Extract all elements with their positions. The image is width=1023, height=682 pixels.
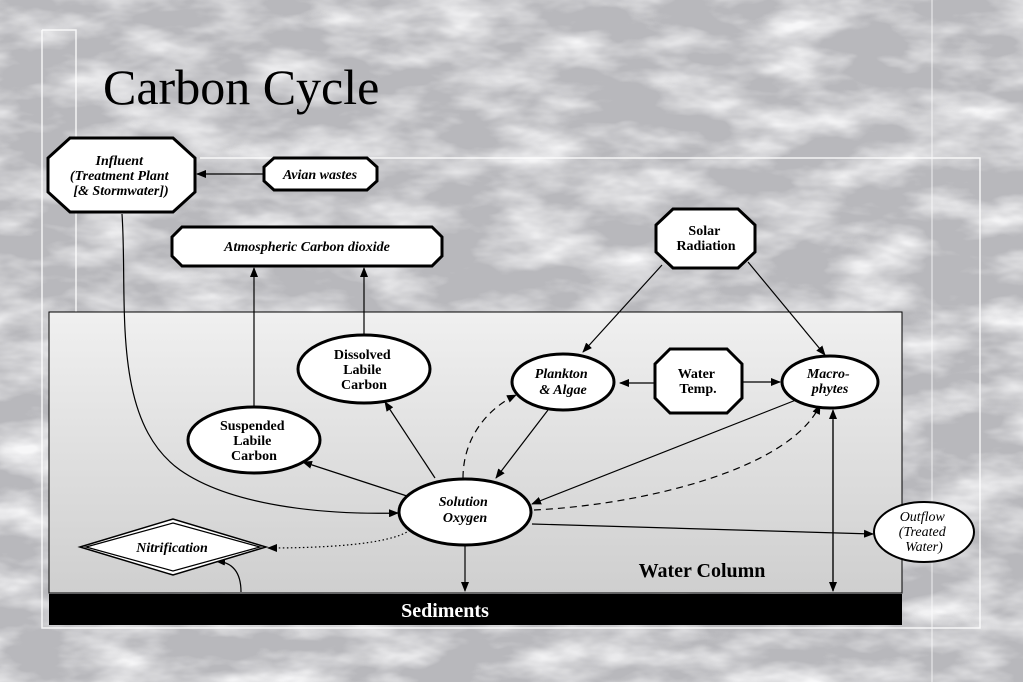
dissolved-line-1: Dissolved [334,348,391,363]
slide-frame-lines [41,0,981,682]
macrophytes-line-2: phytes [811,382,849,397]
connectors [121,170,874,593]
svg-text:Dissolved Labile C: Dissolved Labile Carbon [334,348,394,393]
outflow-line-1: Outflow [900,510,946,525]
outflow-line-2: (Treated [899,525,947,540]
node-macrophytes: Macro- phytes [780,354,880,410]
arrow-solution-oxygen-to-dissolved [384,401,436,479]
macrophytes-line-1: Macro- [806,367,850,382]
water-temp-line-2: Temp. [679,382,716,397]
svg-text:Influent (Treatment Plan: Influent (Treatment Plant [& Stormwater]… [70,154,172,199]
arrow-solar-to-macrophytes [747,261,826,356]
arrow-solution-oxygen-to-nitrification-dotted [267,529,411,552]
avian-wastes-label: Avian wastes [282,168,358,183]
solar-radiation-line-1: Solar [688,224,720,239]
svg-text:Solution Oxygen: Solution Oxygen [439,495,492,526]
svg-text:Macro- phytes: Macro- phytes [806,367,853,397]
node-suspended-labile-carbon: Suspended Labile Carbon [186,405,322,475]
outflow-line-3: Water) [905,540,943,555]
sediments-label: Sediments [401,600,489,622]
influent-line-2: (Treatment Plant [70,169,170,184]
solar-radiation-line-2: Radiation [676,239,735,254]
arrow-macrophytes-to-solution-oxygen [531,399,797,505]
dissolved-line-3: Carbon [341,378,387,393]
water-temp-line-1: Water [678,367,715,382]
nitrification-label: Nitrification [135,541,208,556]
svg-text:Solar Radiation: Solar Radiation [676,224,735,254]
svg-text:Plankton & Algae: Plankton & Algae [535,367,591,398]
suspended-line-1: Suspended [220,419,285,434]
arrow-plankton-to-solution-oxygen [495,409,549,479]
suspended-line-2: Labile [233,434,271,449]
arrow-solution-oxygen-to-macrophytes-dashed [533,404,821,511]
sediments-bar [49,594,902,625]
arrow-solution-oxygen-to-outflow [531,523,874,538]
node-solution-oxygen: Solution Oxygen [397,477,533,547]
node-atmospheric-co2: Atmospheric Carbon dioxide [170,225,444,268]
water-column-label: Water Column [639,560,766,582]
solution-oxygen-line-2: Oxygen [443,511,488,526]
arrow-solution-oxygen-to-suspended [302,460,411,498]
node-dissolved-labile-carbon: Dissolved Labile Carbon [296,333,432,405]
arrow-solar-to-plankton [582,264,663,353]
slide-title: Carbon Cycle [103,59,380,115]
suspended-line-3: Carbon [231,449,277,464]
svg-text:Suspended Labile C: Suspended Labile Carbon [220,419,288,464]
arrow-solution-oxygen-to-plankton-dashed [462,394,517,479]
influent-line-1: Influent [95,154,145,169]
node-plankton-algae: Plankton & Algae [510,352,616,412]
node-outflow: Outflow (Treated Water) [873,501,975,563]
node-avian-wastes: Avian wastes [262,156,379,192]
node-solar-radiation: Solar Radiation [654,207,757,270]
plankton-line-1: Plankton [535,367,588,382]
plankton-line-2: & Algae [539,383,586,398]
node-water-temp: Water Temp. [653,347,744,415]
node-nitrification: Nitrification [77,518,269,576]
arrow-influent-to-solution-oxygen [121,213,399,518]
node-influent: Influent (Treatment Plant [& Stormwater]… [46,136,197,214]
atmospheric-co2-label: Atmospheric Carbon dioxide [223,240,390,255]
svg-text:Outflow (Treated W: Outflow (Treated Water) [899,510,949,555]
dissolved-line-2: Labile [343,363,381,378]
solution-oxygen-line-1: Solution [439,495,488,510]
influent-line-3: [& Stormwater]) [73,184,168,199]
svg-text:Water Temp.: Water Temp. [678,367,719,397]
